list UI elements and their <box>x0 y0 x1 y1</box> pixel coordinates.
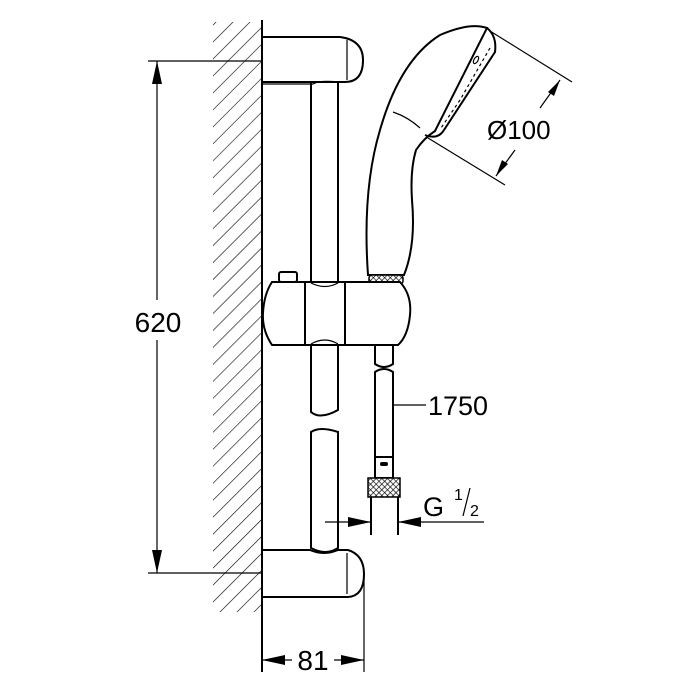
projection-dimension: 81 <box>262 574 365 676</box>
diameter-label: Ø100 <box>487 115 551 145</box>
projection-label: 81 <box>297 645 328 676</box>
wall <box>213 20 263 672</box>
hose <box>367 345 401 535</box>
height-dimension: 620 <box>130 60 262 574</box>
bottom-wall-bracket <box>261 549 366 598</box>
thread-fraction-denominator: 2 <box>470 503 479 520</box>
hose-length-label: 1750 <box>428 391 488 421</box>
thread-label: G <box>423 492 444 522</box>
slider-holder <box>261 271 412 346</box>
height-label: 620 <box>135 307 182 338</box>
diameter-dimension: Ø100 <box>427 30 573 186</box>
thread-dimension: G 1 2 <box>325 487 484 530</box>
top-wall-bracket <box>261 36 365 85</box>
hand-shower <box>365 25 497 285</box>
hose-length-dimension: 1750 <box>394 391 488 421</box>
thread-fraction-numerator: 1 <box>454 487 463 504</box>
rail-bar <box>310 82 339 553</box>
